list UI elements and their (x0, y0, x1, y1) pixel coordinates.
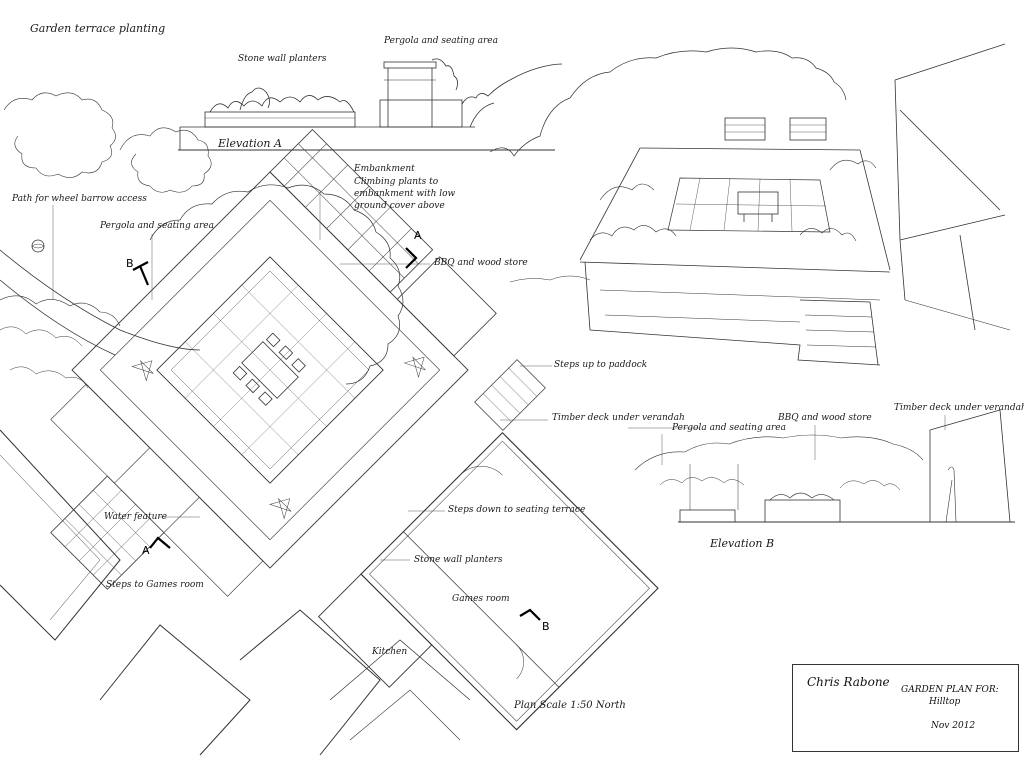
plan-drawing (0, 129, 946, 756)
elevation-b-label-pergola: Pergola and seating area (672, 423, 786, 433)
label-steps-games: Steps to Games room (106, 580, 204, 590)
section-markers (132, 247, 541, 621)
elevation-a-label-pergola: Pergola and seating area (384, 36, 498, 46)
sheet-title: Garden terrace planting (30, 22, 166, 35)
elevation-b-label-bbq: BBQ and wood store (778, 413, 872, 423)
section-mark-b-right: B (542, 620, 550, 633)
elevation-b-label-deck: Timber deck under verandah (894, 403, 1024, 413)
elevation-a-title: Elevation A (218, 137, 282, 150)
label-embankment: Embankment (354, 164, 415, 174)
label-bbq-plan: BBQ and wood store (434, 258, 528, 268)
label-kitchen: Kitchen (372, 647, 408, 657)
label-climbing-plants: Climbing plants to embankment with low g… (354, 177, 456, 211)
section-mark-b-left: B (126, 257, 134, 270)
title-block-date: Nov 2012 (931, 721, 976, 731)
label-stone-wall-plan: Stone wall planters (414, 555, 503, 565)
section-mark-a-top: A (414, 229, 422, 242)
plan-scale: Plan Scale 1:50 North (514, 700, 626, 711)
perspective-drawing (489, 43, 1011, 366)
label-timber-deck-plan: Timber deck under verandah (552, 413, 685, 423)
label-water-feature: Water feature (104, 512, 168, 522)
label-pergola-plan: Pergola and seating area (100, 221, 214, 231)
elevation-a-drawing (3, 58, 563, 193)
elevation-b-drawing (634, 409, 1015, 523)
label-games-room: Games room (452, 594, 510, 604)
title-block: Chris Rabone GARDEN PLAN FOR: Hilltop No… (792, 664, 1019, 752)
label-path: Path for wheel barrow access (12, 194, 147, 204)
elevation-a-label-planters: Stone wall planters (238, 54, 327, 64)
label-steps-paddock: Steps up to paddock (554, 360, 648, 370)
elevation-b-title: Elevation B (710, 537, 775, 550)
label-steps-down: Steps down to seating terrace (448, 505, 586, 515)
title-block-author: Chris Rabone (807, 675, 890, 689)
title-block-title: GARDEN PLAN FOR: (901, 685, 999, 695)
section-mark-a-bottom: A (142, 544, 150, 557)
title-block-client: Hilltop (929, 697, 961, 707)
